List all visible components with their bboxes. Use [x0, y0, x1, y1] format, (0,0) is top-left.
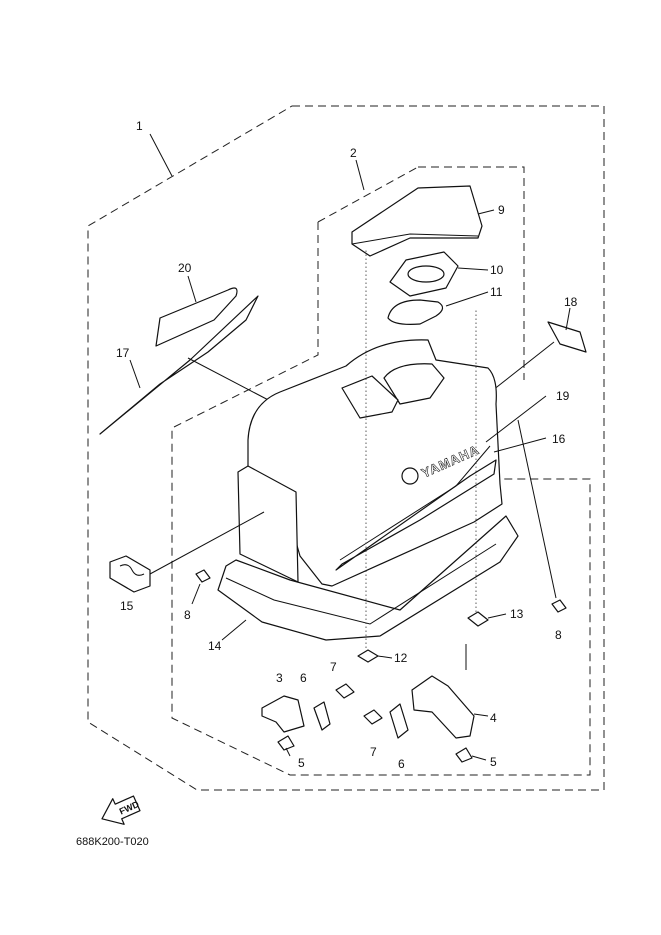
- leader-12-label: [377, 655, 393, 659]
- clip-6-left: [313, 701, 331, 731]
- drawing-code: 688K200-T020: [76, 836, 149, 848]
- leader-8-right: [517, 419, 557, 599]
- callout-20: 20: [178, 261, 192, 275]
- screw-8-right: [551, 599, 567, 613]
- callout-5-left: 5: [298, 756, 305, 770]
- callout-4: 4: [490, 711, 497, 725]
- leader-14: [221, 619, 247, 641]
- leader-5-left: [285, 747, 291, 757]
- bolt-7-right: [363, 709, 383, 725]
- callout-17: 17: [116, 346, 130, 360]
- leader-16: [493, 437, 547, 453]
- leader-19: [485, 395, 547, 443]
- top-cover-9: [351, 185, 483, 257]
- callout-6-left: 6: [300, 671, 307, 685]
- badge-15-figure: [119, 564, 145, 576]
- callout-14: 14: [208, 639, 222, 653]
- leader-8-left: [191, 583, 201, 605]
- top-cover-9-rim: [351, 233, 479, 245]
- leader-2: [355, 159, 365, 191]
- callout-12: 12: [394, 651, 408, 665]
- leader-9: [477, 209, 495, 215]
- assembly-boundary-2: [171, 166, 591, 776]
- leader-5-right: [471, 755, 487, 761]
- leader-13-label: [487, 613, 507, 619]
- callout-2: 2: [350, 146, 357, 160]
- fwd-arrow-icon: FWD: [101, 795, 141, 825]
- assembly-boundary-1: [87, 105, 605, 791]
- seal-11: [387, 299, 444, 325]
- callout-8-left: 8: [184, 608, 191, 622]
- callout-11: 11: [490, 285, 503, 299]
- yamaha-emblem-icon: [401, 467, 419, 485]
- rubber-seal-14-inner: [225, 543, 497, 625]
- nut-12: [357, 649, 379, 663]
- callout-10: 10: [490, 263, 504, 277]
- leader-1: [149, 133, 173, 177]
- callout-3: 3: [276, 671, 283, 685]
- bracket-4: [411, 675, 475, 739]
- side-stripe-19: [339, 445, 491, 561]
- side-graphic-16: [335, 459, 497, 571]
- callout-9: 9: [498, 203, 505, 217]
- decal-20: [155, 287, 238, 347]
- leader-17: [129, 359, 141, 389]
- callout-1: 1: [136, 119, 143, 133]
- leader-4: [473, 713, 489, 717]
- bracket-3: [261, 695, 305, 733]
- bolt-7-left: [335, 683, 355, 699]
- leader-18-label: [565, 307, 571, 331]
- callout-15: 15: [120, 599, 134, 613]
- callout-13: 13: [510, 607, 524, 621]
- clip-6-right: [389, 703, 409, 739]
- top-cowling-side: [237, 465, 299, 583]
- leader-15: [149, 511, 265, 575]
- label-18: [547, 321, 587, 353]
- graphic-17: [99, 295, 259, 435]
- callout-6-right: 6: [398, 757, 405, 771]
- intake-10-opening: [407, 265, 445, 283]
- top-cowling-main: [247, 339, 503, 587]
- leader-20: [187, 275, 197, 303]
- callout-19: 19: [556, 389, 570, 403]
- callout-18: 18: [564, 295, 578, 309]
- leader-10: [457, 267, 489, 271]
- callout-5-right: 5: [490, 755, 497, 769]
- screw-8-left: [195, 569, 211, 583]
- callout-7-left: 7: [330, 660, 337, 674]
- nut-5-left: [277, 735, 295, 751]
- cowling-intake-ridge: [341, 375, 399, 419]
- callout-16: 16: [552, 432, 566, 446]
- callout-8-right: 8: [555, 628, 562, 642]
- callout-7-right: 7: [370, 745, 377, 759]
- bolt-13: [467, 611, 489, 627]
- leader-17-cowl: [187, 357, 277, 405]
- rubber-seal-14: [217, 515, 519, 641]
- leader-18: [487, 341, 555, 395]
- badge-15: [109, 555, 151, 593]
- cowling-air-duct: [383, 363, 445, 405]
- leader-11: [445, 291, 489, 307]
- nut-5-right: [455, 747, 473, 763]
